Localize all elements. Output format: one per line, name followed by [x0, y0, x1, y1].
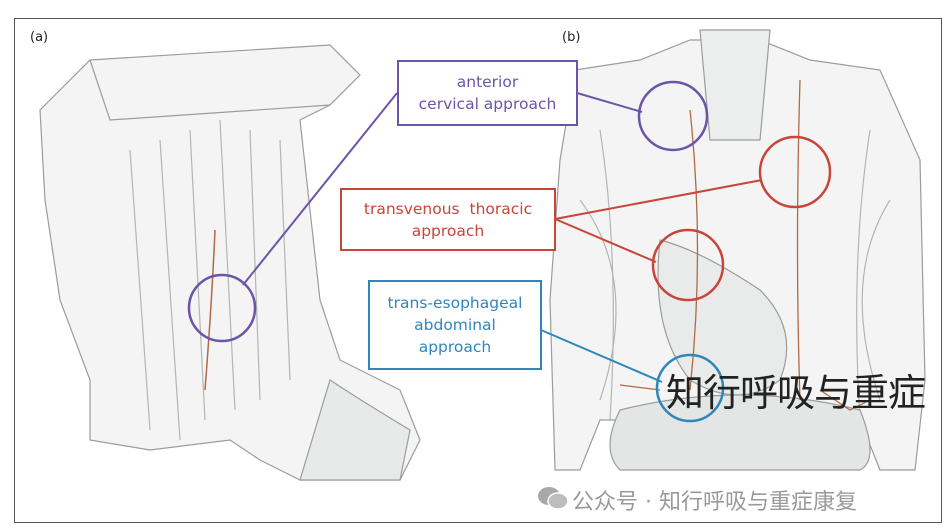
connector-trans-esophageal [540, 329, 663, 383]
circle-abdominal [655, 353, 725, 423]
wechat-icon [538, 487, 569, 510]
callout-transvenous-thoracic: transvenous thoracic approach [340, 188, 556, 251]
panel-label-b: (b) [562, 30, 581, 45]
connector-transvenous-upper [554, 179, 763, 220]
callout-line: anterior [456, 73, 519, 91]
callout-line: trans-esophageal [387, 294, 523, 312]
connector-anterior-cervical [242, 92, 398, 286]
panel-label-a: (a) [30, 30, 49, 45]
callout-line: approach [418, 338, 492, 356]
callout-trans-esophageal: trans-esophageal abdominal approach [368, 280, 542, 370]
circle-cervical-b [637, 80, 709, 152]
circle-thoracic-lower [651, 228, 725, 302]
target-circles [187, 80, 832, 423]
watermark-footer: 公众号 · 知行呼吸与重症康复 [572, 490, 857, 515]
neck-anatomy-drawing [39, 44, 421, 481]
circle-thoracic-upper [758, 135, 832, 209]
callout-line: cervical approach [418, 95, 557, 113]
figure-frame [14, 18, 942, 523]
watermark-overlay: 知行呼吸与重症 [666, 371, 926, 415]
circle-cervical-a [187, 273, 257, 343]
callout-anterior-cervical: anterior cervical approach [397, 60, 578, 126]
connector-anterior-cervical-b [576, 92, 643, 113]
callout-line: transvenous thoracic [363, 199, 533, 218]
callout-connectors [242, 92, 763, 383]
callout-line: approach [411, 221, 485, 240]
connector-transvenous-lower [554, 218, 657, 263]
callout-line: abdominal [414, 316, 496, 334]
